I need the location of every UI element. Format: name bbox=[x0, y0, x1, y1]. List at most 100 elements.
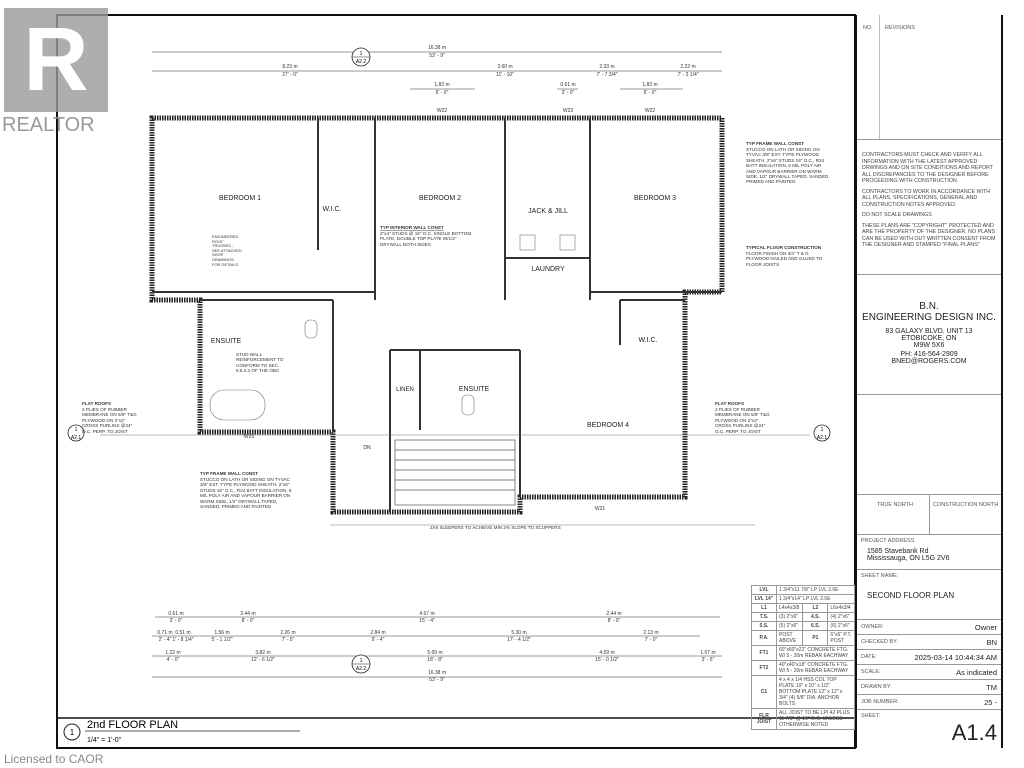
legend-key: FT2 bbox=[751, 660, 777, 676]
title-block-field: JOB NUMBER:25 - bbox=[857, 695, 1001, 710]
svg-text:2.13 m: 2.13 m bbox=[643, 630, 658, 636]
svg-text:16.38 m: 16.38 m bbox=[428, 45, 446, 51]
sheet-number: A1.4 bbox=[951, 720, 997, 745]
legend-value: (3) 2"x6" bbox=[775, 612, 804, 622]
window-tags: W22 W23 W22 W25 W21 bbox=[244, 108, 656, 512]
svg-text:1: 1 bbox=[821, 427, 824, 433]
svg-text:27' - 0": 27' - 0" bbox=[282, 72, 298, 78]
svg-text:2' - 0": 2' - 0" bbox=[562, 90, 575, 96]
svg-text:0.51 m: 0.51 m bbox=[175, 630, 190, 636]
realtor-logo: R REALTOR bbox=[0, 0, 112, 140]
svg-text:7' - 3 1/4": 7' - 3 1/4" bbox=[677, 72, 698, 78]
svg-text:2X6 SLEEPERS TO ACHIEVE MIN 2%: 2X6 SLEEPERS TO ACHIEVE MIN 2% SLOPE TO … bbox=[430, 525, 561, 530]
svg-text:1: 1 bbox=[360, 658, 363, 664]
room-laundry: LAUNDRY bbox=[531, 266, 565, 273]
svg-text:A2.2: A2.2 bbox=[356, 666, 367, 672]
bottom-dimensions: 0.61 m2' - 0" 2.44 m8' - 0" 4.67 m15' - … bbox=[157, 611, 715, 683]
legend-key: FT1 bbox=[751, 645, 777, 661]
svg-text:1: 1 bbox=[70, 728, 75, 737]
svg-text:5.30 m: 5.30 m bbox=[511, 630, 526, 636]
svg-text:2.26 m: 2.26 m bbox=[280, 630, 295, 636]
title-block: NO. REVISIONS CONTRACTORS MUST CHECK AND… bbox=[855, 15, 1003, 748]
svg-text:1.56 m: 1.56 m bbox=[214, 630, 229, 636]
field-label: CHECKED BY: bbox=[861, 639, 898, 645]
svg-text:2.44 m: 2.44 m bbox=[606, 611, 621, 617]
sheet-name: SHEET NAME: SECOND FLOOR PLAN bbox=[857, 570, 1001, 620]
svg-text:2nd FLOOR PLAN: 2nd FLOOR PLAN bbox=[87, 719, 178, 731]
svg-text:15' - 4": 15' - 4" bbox=[419, 618, 435, 624]
svg-text:2.84 m: 2.84 m bbox=[370, 630, 385, 636]
room-wic-1: W.I.C. bbox=[322, 206, 341, 213]
legend-key: L2 bbox=[802, 603, 829, 613]
section-marker-right[interactable]: 1 A2.1 bbox=[813, 424, 831, 442]
svg-text:TYPICAL FLOOR CONSTRUCTION: TYPICAL FLOOR CONSTRUCTION bbox=[746, 245, 822, 250]
section-marker-left[interactable]: 1 A2.1 bbox=[67, 424, 85, 442]
field-label: DATE: bbox=[861, 654, 877, 660]
svg-text:5.69 m: 5.69 m bbox=[427, 650, 442, 656]
field-value: 2025-03-14 10:44:34 AM bbox=[914, 653, 997, 662]
realtor-r-mark: R bbox=[23, 10, 89, 110]
legend-key: C1 bbox=[751, 675, 777, 709]
legend-value: L6x4x3/4 bbox=[827, 603, 855, 613]
flat-roof-note-left: 2 PLIES OF RUBBER MEMBRANE ON 5/8" T&G P… bbox=[82, 407, 137, 434]
room-wic-2: W.I.C. bbox=[638, 337, 657, 344]
svg-text:6' - 0": 6' - 0" bbox=[436, 90, 449, 96]
fixtures bbox=[100, 234, 810, 526]
svg-text:4.59 m: 4.59 m bbox=[599, 650, 614, 656]
stairs bbox=[394, 439, 516, 506]
revisions-box: NO. REVISIONS bbox=[857, 15, 1001, 140]
svg-text:8.23 m: 8.23 m bbox=[282, 64, 297, 70]
svg-text:W25: W25 bbox=[244, 434, 255, 440]
svg-text:1.83 m: 1.83 m bbox=[434, 82, 449, 88]
svg-text:2.33 m: 2.33 m bbox=[599, 64, 614, 70]
title-block-field: OWNER:Owner bbox=[857, 620, 1001, 635]
view-title: 1 2nd FLOOR PLAN 1/4" = 1'-0" bbox=[57, 717, 855, 744]
legend-value: 40"x40"x18" CONCRETE FTG. W/ 5 - 20m REB… bbox=[776, 660, 855, 676]
room-bedroom-1: BEDROOM 1 bbox=[219, 195, 261, 202]
room-bedroom-4: BEDROOM 4 bbox=[587, 422, 629, 429]
svg-text:W22: W22 bbox=[437, 108, 448, 114]
legend-key: LVL 14" bbox=[751, 594, 777, 604]
section-marker-top[interactable]: 1 A2.2 bbox=[351, 47, 371, 67]
svg-text:TYP FRAME WALL CONST: TYP FRAME WALL CONST bbox=[200, 471, 258, 476]
legend-key: 4.S. bbox=[802, 612, 829, 622]
project-address: PROJECT ADDRESS 1585 Stavebank Rd Missis… bbox=[857, 535, 1001, 570]
svg-text:W22: W22 bbox=[645, 108, 656, 114]
svg-text:2' - 4": 2' - 4" bbox=[159, 637, 172, 643]
legend-value: 1 3/4"x14" LP LVL 2.0E bbox=[776, 594, 855, 604]
svg-text:3.82 m: 3.82 m bbox=[255, 650, 270, 656]
room-linen: LINEN bbox=[396, 387, 414, 393]
frame-wall-note-left: STUCCO ON LATH OR SIDING ON TYVAC 3/8" E… bbox=[200, 477, 292, 510]
svg-text:1: 1 bbox=[360, 51, 363, 57]
room-ensuite-2: ENSUITE bbox=[459, 386, 490, 393]
field-value: Owner bbox=[974, 623, 997, 632]
svg-text:8' - 0": 8' - 0" bbox=[608, 618, 621, 624]
svg-text:W23: W23 bbox=[563, 108, 574, 114]
license-watermark: Licensed to CAOR bbox=[4, 752, 104, 766]
field-label: SCALE: bbox=[861, 669, 881, 675]
frame-wall-note-right: STUCCO ON LATH OR SIDING ON TYVAC 3/8" E… bbox=[746, 147, 830, 185]
svg-text:1.83 m: 1.83 m bbox=[642, 82, 657, 88]
legend-value: (5) 2"x6" bbox=[775, 621, 804, 631]
svg-text:1' - 8 1/4": 1' - 8 1/4" bbox=[172, 637, 193, 643]
exterior-wall bbox=[149, 115, 725, 515]
blank-box bbox=[857, 395, 1001, 495]
svg-text:53' - 9": 53' - 9" bbox=[429, 53, 445, 59]
construction-notes: TYP INTERIOR WALL CONST TYP FRAME WALL C… bbox=[82, 141, 822, 530]
field-value: TM bbox=[986, 683, 997, 692]
legend-value: ALL JOIST TO BE LPI 42 PLUS 11 7/8" @ 16… bbox=[776, 708, 855, 730]
section-marker-bottom[interactable]: 1 A2.2 bbox=[351, 654, 371, 674]
legend-value: L4x4x3/8 bbox=[775, 603, 804, 613]
svg-text:4.67 m: 4.67 m bbox=[419, 611, 434, 617]
legend-value: 1 3/4"x11 7/8" LP LVL 2.0E bbox=[776, 585, 855, 595]
sheet-number-box: SHEET: A1.4 bbox=[861, 713, 997, 745]
legend-value: 60"x60"x22" CONCRETE FTG. W/ 5 - 20m REB… bbox=[776, 645, 855, 661]
svg-text:A2.2: A2.2 bbox=[356, 59, 367, 65]
